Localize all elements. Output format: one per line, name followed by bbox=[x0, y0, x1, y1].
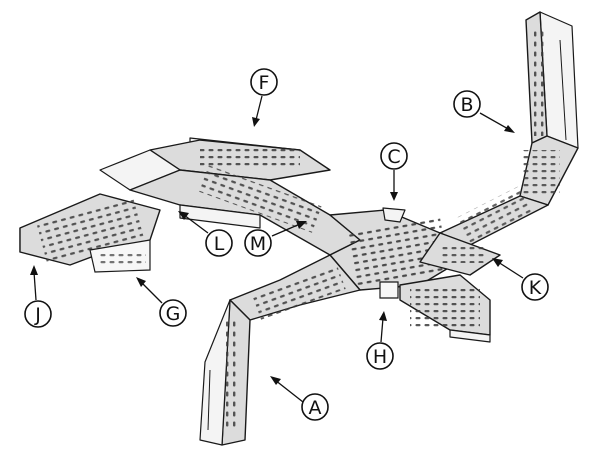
callout-b-label: B bbox=[460, 94, 473, 116]
callout-b: B bbox=[453, 90, 515, 133]
tray-left-arm bbox=[19, 193, 161, 273]
callout-h: H bbox=[366, 311, 394, 370]
tray-upper-run-f bbox=[99, 137, 331, 191]
callout-h-label: H bbox=[373, 346, 387, 368]
tray-lower-left-drop-a bbox=[199, 254, 361, 446]
tray-lower-right-arm-h bbox=[379, 274, 491, 343]
callout-c: C bbox=[380, 142, 408, 201]
callout-k: K bbox=[492, 258, 549, 301]
callout-a: A bbox=[270, 376, 329, 421]
callout-a-label: A bbox=[309, 397, 322, 419]
callout-m-label: M bbox=[250, 233, 266, 255]
callout-l: L bbox=[178, 211, 233, 257]
callout-j-label: J bbox=[34, 304, 41, 326]
tray-right-arm-k bbox=[419, 232, 501, 276]
callout-m: M bbox=[244, 221, 307, 257]
callout-f: F bbox=[250, 68, 278, 127]
callout-c-label: C bbox=[387, 146, 400, 168]
callout-j: J bbox=[24, 265, 52, 328]
callout-g-label: G bbox=[166, 303, 181, 325]
tray-cross-junction-c bbox=[329, 207, 471, 291]
callout-l-label: L bbox=[214, 233, 225, 255]
callout-f-label: F bbox=[259, 72, 270, 94]
callout-k-label: K bbox=[529, 277, 542, 299]
callout-g: G bbox=[136, 277, 187, 327]
riser-bend-b bbox=[519, 11, 579, 206]
tray-middle-diagonal bbox=[129, 165, 361, 256]
